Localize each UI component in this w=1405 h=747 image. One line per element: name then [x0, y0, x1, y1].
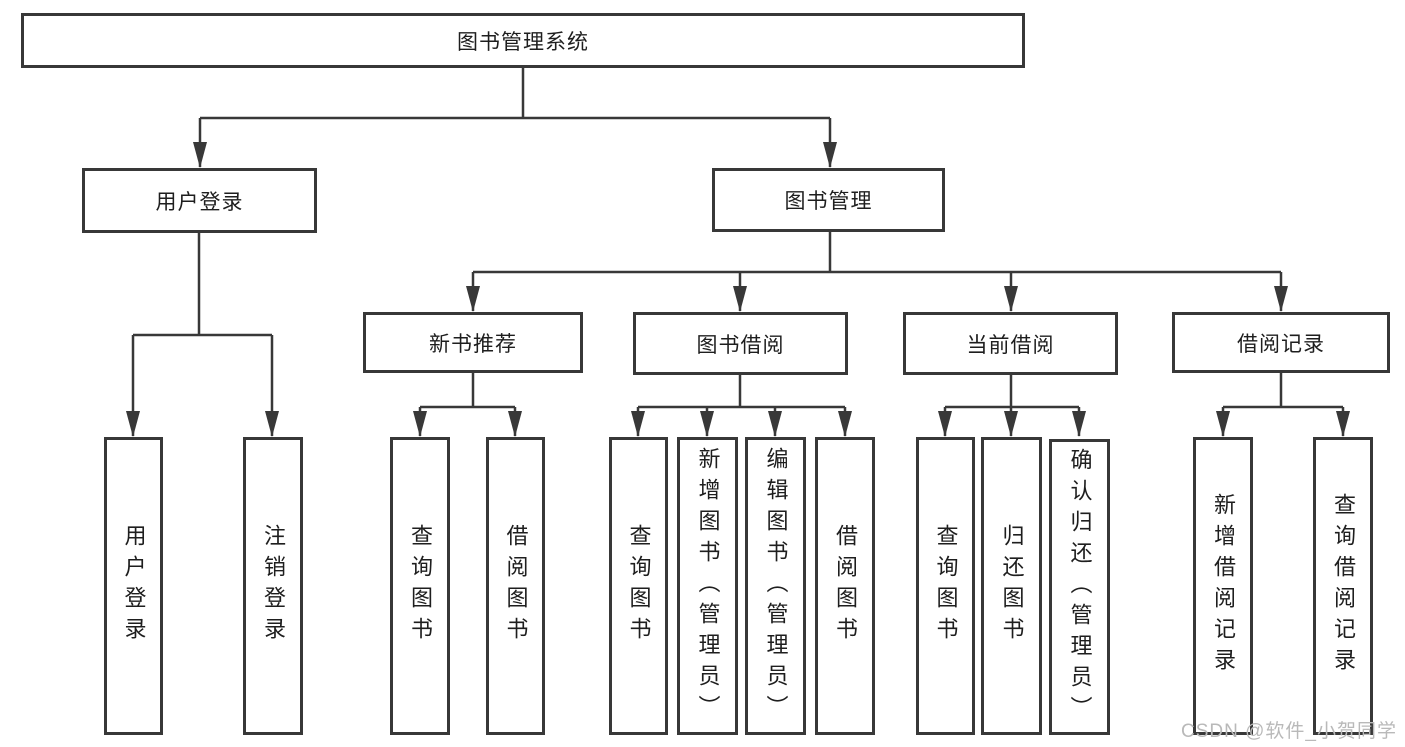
leaf-records-add-record: 新增借阅记录: [1193, 437, 1253, 735]
connector-borrow-records-elbow: [1223, 373, 1343, 409]
node-current-borrowing: 当前借阅: [903, 312, 1118, 375]
node-book-borrowing: 图书借阅: [633, 312, 848, 375]
leaf-logout: 注销登录: [243, 437, 303, 735]
connector-book-mgmt-elbow: [473, 232, 1281, 274]
node-borrowing-records: 借阅记录: [1172, 312, 1390, 373]
leaf-borrowing-borrow-books: 借阅图书: [815, 437, 875, 735]
leaf-current-query-books: 查询图书: [916, 437, 975, 735]
connector-user-login-elbow: [133, 233, 272, 337]
leaf-borrowing-add-books-admin: 新增图书（管理员）: [677, 437, 738, 735]
leaf-borrowing-edit-books-admin: 编辑图书（管理员）: [745, 437, 806, 735]
connector-root-elbow: [200, 68, 830, 120]
leaf-records-query-record: 查询借阅记录: [1313, 437, 1373, 735]
leaf-recommend-query-books: 查询图书: [390, 437, 450, 735]
watermark: CSDN @软件_小贺同学: [1181, 721, 1397, 742]
node-user-login: 用户登录: [82, 168, 317, 233]
leaf-user-login: 用户登录: [104, 437, 163, 735]
leaf-current-return-books: 归还图书: [981, 437, 1042, 735]
leaf-borrowing-query-books: 查询图书: [609, 437, 668, 735]
node-root: 图书管理系统: [21, 13, 1025, 68]
node-book-management: 图书管理: [712, 168, 945, 232]
connector-book-borrow-elbow: [638, 373, 845, 409]
connector-new-book-elbow: [420, 373, 515, 409]
connector-current-borrow-elbow: [945, 373, 1079, 409]
leaf-recommend-borrow-books: 借阅图书: [486, 437, 545, 735]
leaf-current-confirm-return-admin: 确认归还（管理员）: [1049, 439, 1110, 735]
node-new-book-recommend: 新书推荐: [363, 312, 583, 373]
